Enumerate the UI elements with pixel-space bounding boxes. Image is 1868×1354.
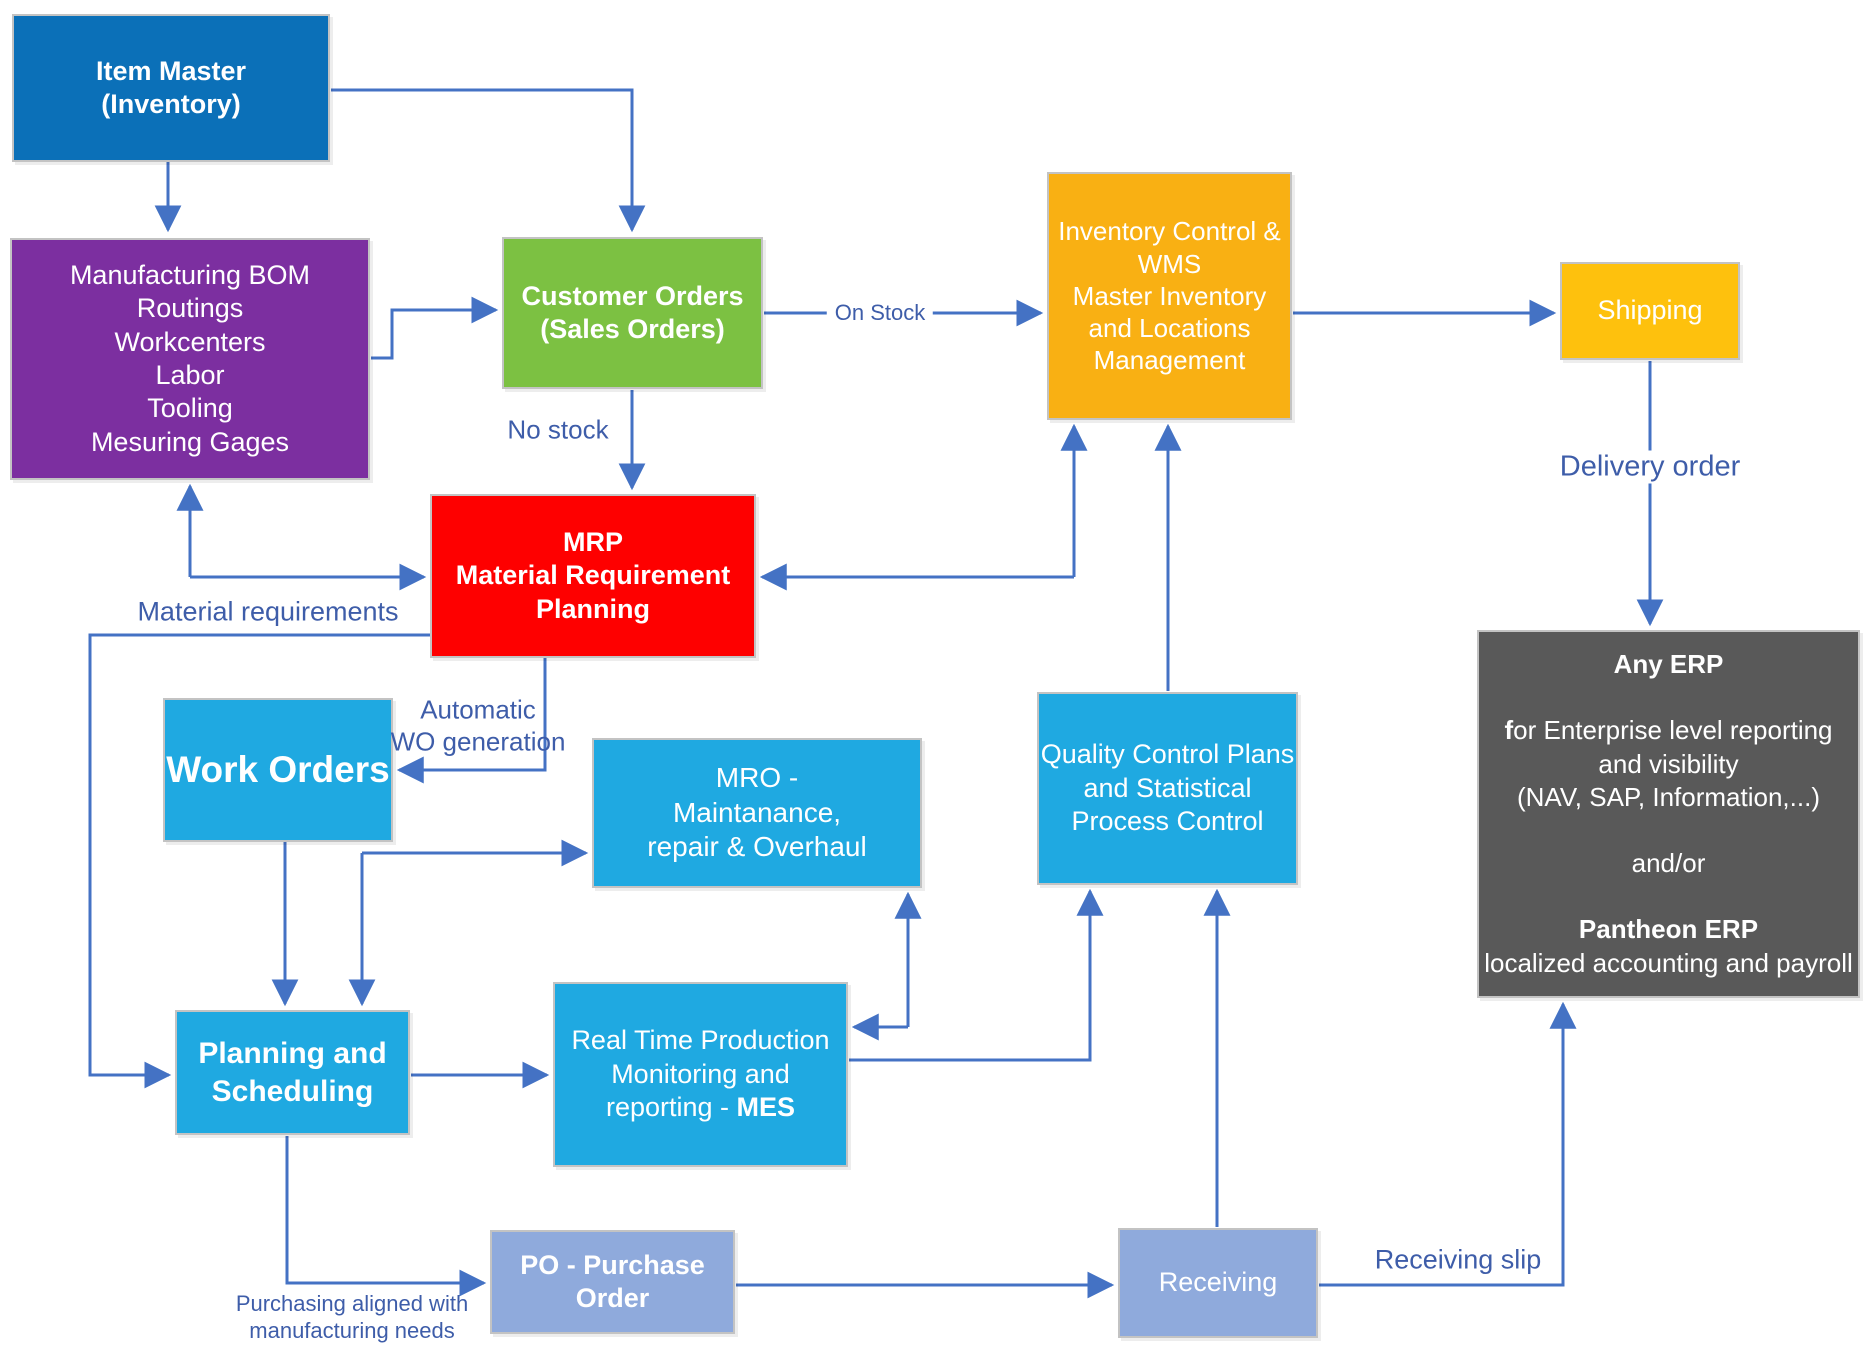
- connector-bom-to-customer: [371, 296, 499, 360]
- node-customer-orders: Customer Orders(Sales Orders): [502, 237, 763, 389]
- node-item-master: Item Master(Inventory): [12, 14, 330, 162]
- connector-mes-to-qc: [849, 888, 1104, 1062]
- connector-receiving-to-erp: [1319, 1001, 1577, 1287]
- edge-label-no-stock: No stock: [507, 414, 609, 445]
- connector-mrp-to-workorders: [396, 658, 547, 784]
- node-work-orders: Work Orders: [163, 698, 393, 842]
- connector-mrp-to-planning-matreq: [88, 633, 430, 1089]
- connector-planning-to-po: [285, 1136, 487, 1297]
- edge-label-manufacturing-needs: manufacturing needs: [249, 1318, 455, 1343]
- edge-label-delivery-order: Delivery order: [1551, 450, 1749, 484]
- node-mro: MRO -Maintanance,repair & Overhaul: [592, 738, 922, 888]
- edge-label-purchasing-aligned: Purchasing aligned with: [235, 1291, 469, 1316]
- edge-label-receiving-slip: Receiving slip: [1374, 1244, 1542, 1275]
- node-shipping: Shipping: [1560, 262, 1740, 360]
- node-receiving: Receiving: [1118, 1228, 1318, 1338]
- edge-label-automatic: Automatic: [420, 694, 536, 725]
- connector-item-to-customer: [331, 88, 646, 233]
- edge-label-on-stock: On Stock: [826, 300, 934, 326]
- edge-label-wo-generation: WO generation: [390, 726, 566, 757]
- edge-label-material-requirements: Material requirements: [137, 596, 399, 627]
